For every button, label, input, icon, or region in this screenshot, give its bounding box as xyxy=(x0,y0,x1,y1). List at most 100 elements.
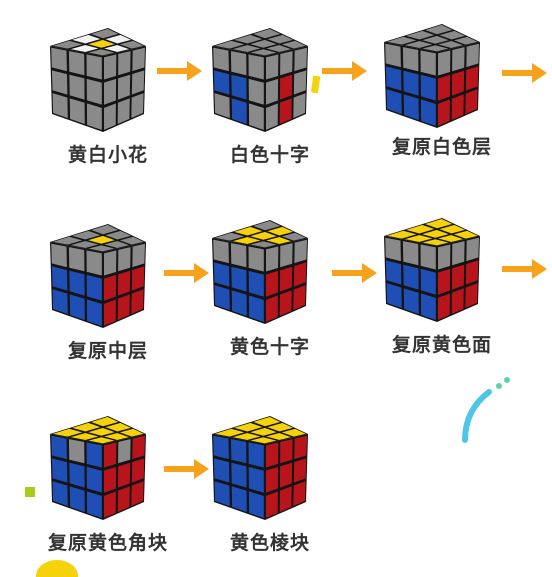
decorative-arc-icon xyxy=(462,377,510,443)
right-sticker xyxy=(293,69,307,96)
left-sticker xyxy=(231,97,248,125)
right-sticker xyxy=(279,485,293,513)
top-sticker xyxy=(104,230,133,241)
top-sticker xyxy=(385,36,418,46)
right-sticker xyxy=(117,50,132,77)
left-sticker xyxy=(230,73,248,101)
right-sticker xyxy=(292,480,307,507)
right-sticker xyxy=(265,53,279,81)
top-sticker xyxy=(266,422,295,433)
top-sticker xyxy=(118,40,145,50)
right-sticker xyxy=(265,270,279,298)
left-sticker xyxy=(384,236,402,262)
left-sticker xyxy=(86,490,103,519)
arrow-right-icon xyxy=(157,61,202,81)
left-sticker xyxy=(248,294,265,323)
right-sticker xyxy=(103,441,117,469)
confetti-green-icon xyxy=(25,487,35,497)
right-sticker xyxy=(117,485,131,513)
top-sticker xyxy=(232,422,264,433)
left-sticker xyxy=(51,457,69,484)
right-sticker xyxy=(117,438,132,465)
top-sticker xyxy=(403,40,435,49)
left-sticker xyxy=(213,480,231,507)
right-sticker xyxy=(293,238,308,264)
step-7: 复原黄色角块 xyxy=(38,410,178,560)
top-sticker xyxy=(264,44,293,53)
left-sticker xyxy=(51,288,69,315)
left-sticker xyxy=(68,50,86,77)
step-label: 复原白色层 xyxy=(391,136,492,158)
top-sticker xyxy=(420,44,451,53)
left-sticker xyxy=(51,480,69,507)
arrow-right-icon xyxy=(502,259,547,279)
top-sticker xyxy=(86,244,117,253)
top-sticker xyxy=(69,432,101,441)
left-sticker xyxy=(51,69,69,96)
right-sticker xyxy=(130,92,145,119)
top-sticker xyxy=(102,240,131,249)
right-sticker xyxy=(292,92,307,119)
right-sticker xyxy=(117,269,131,297)
top-sticker xyxy=(280,428,307,438)
right-sticker xyxy=(279,438,294,465)
top-sticker xyxy=(86,48,117,57)
top-sticker xyxy=(104,34,133,45)
top-sticker xyxy=(213,40,246,50)
right-sticker xyxy=(465,42,480,68)
top-sticker xyxy=(436,40,465,49)
cube-step-5 xyxy=(212,220,308,324)
top-sticker xyxy=(86,235,117,245)
top-sticker xyxy=(248,231,279,241)
top-sticker xyxy=(102,432,131,441)
right-sticker xyxy=(265,78,279,106)
left-sticker xyxy=(248,78,265,106)
top-sticker xyxy=(102,44,131,53)
cube-step-6 xyxy=(384,218,480,322)
right-sticker xyxy=(131,457,145,484)
top-sticker xyxy=(436,234,465,243)
top-sticker xyxy=(251,416,282,427)
right-sticker xyxy=(103,298,117,327)
top-sticker xyxy=(404,224,436,235)
top-sticker xyxy=(213,428,246,438)
left-sticker xyxy=(230,242,248,269)
left-sticker xyxy=(68,246,86,273)
top-sticker xyxy=(248,48,279,57)
step-label: 白色十字 xyxy=(229,144,310,166)
left-sticker xyxy=(248,490,265,519)
top-sticker xyxy=(213,232,246,242)
top-sticker xyxy=(251,220,282,231)
left-sticker xyxy=(86,274,103,302)
left-sticker xyxy=(50,46,68,72)
top-sticker xyxy=(248,427,279,437)
top-sticker xyxy=(231,236,263,245)
left-sticker xyxy=(212,238,230,264)
left-sticker xyxy=(231,289,248,317)
left-sticker xyxy=(212,434,230,460)
top-sticker xyxy=(69,44,101,53)
step-label: 复原黄色角块 xyxy=(47,532,168,554)
left-sticker xyxy=(385,88,403,115)
right-sticker xyxy=(279,242,294,269)
left-sticker xyxy=(85,441,103,469)
left-sticker xyxy=(213,261,231,288)
right-sticker xyxy=(131,434,146,460)
right-sticker xyxy=(103,274,117,302)
top-sticker xyxy=(404,30,436,41)
step-label: 复原中层 xyxy=(67,340,148,362)
top-sticker xyxy=(86,39,117,49)
top-sticker xyxy=(51,40,84,50)
top-sticker xyxy=(438,224,467,235)
left-sticker xyxy=(85,53,103,81)
left-sticker xyxy=(420,74,437,102)
right-sticker xyxy=(103,78,117,106)
top-sticker xyxy=(423,218,454,229)
right-sticker xyxy=(103,490,117,519)
right-sticker xyxy=(279,73,293,101)
right-sticker xyxy=(265,441,279,469)
right-sticker xyxy=(451,263,465,291)
right-sticker xyxy=(265,466,279,494)
right-sticker xyxy=(465,259,479,286)
left-sticker xyxy=(402,46,420,73)
